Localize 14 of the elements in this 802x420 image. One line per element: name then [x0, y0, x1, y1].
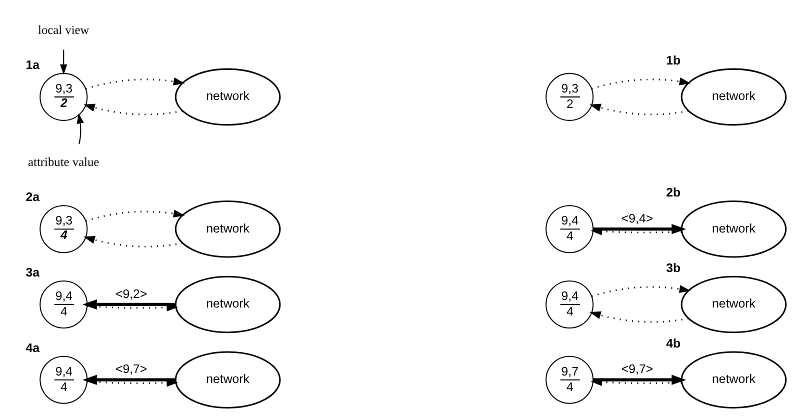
node-label: 1a [26, 58, 40, 72]
node-label: 1b [666, 54, 681, 68]
edge-label: <9,4> [621, 211, 654, 226]
node-label: 2a [26, 190, 40, 204]
node-label: 4b [666, 336, 681, 350]
edge-label: <9,2> [115, 286, 148, 301]
node-label: 3b [666, 261, 681, 276]
node-label: 4a [26, 340, 40, 355]
node-label: 2b [666, 186, 681, 200]
node-text: local view [38, 23, 90, 38]
edge-label: <9,7> [115, 362, 148, 376]
edge-label: <9,7> [621, 362, 654, 376]
node-text: attribute value [28, 155, 100, 170]
node-label: 3a [26, 266, 40, 280]
